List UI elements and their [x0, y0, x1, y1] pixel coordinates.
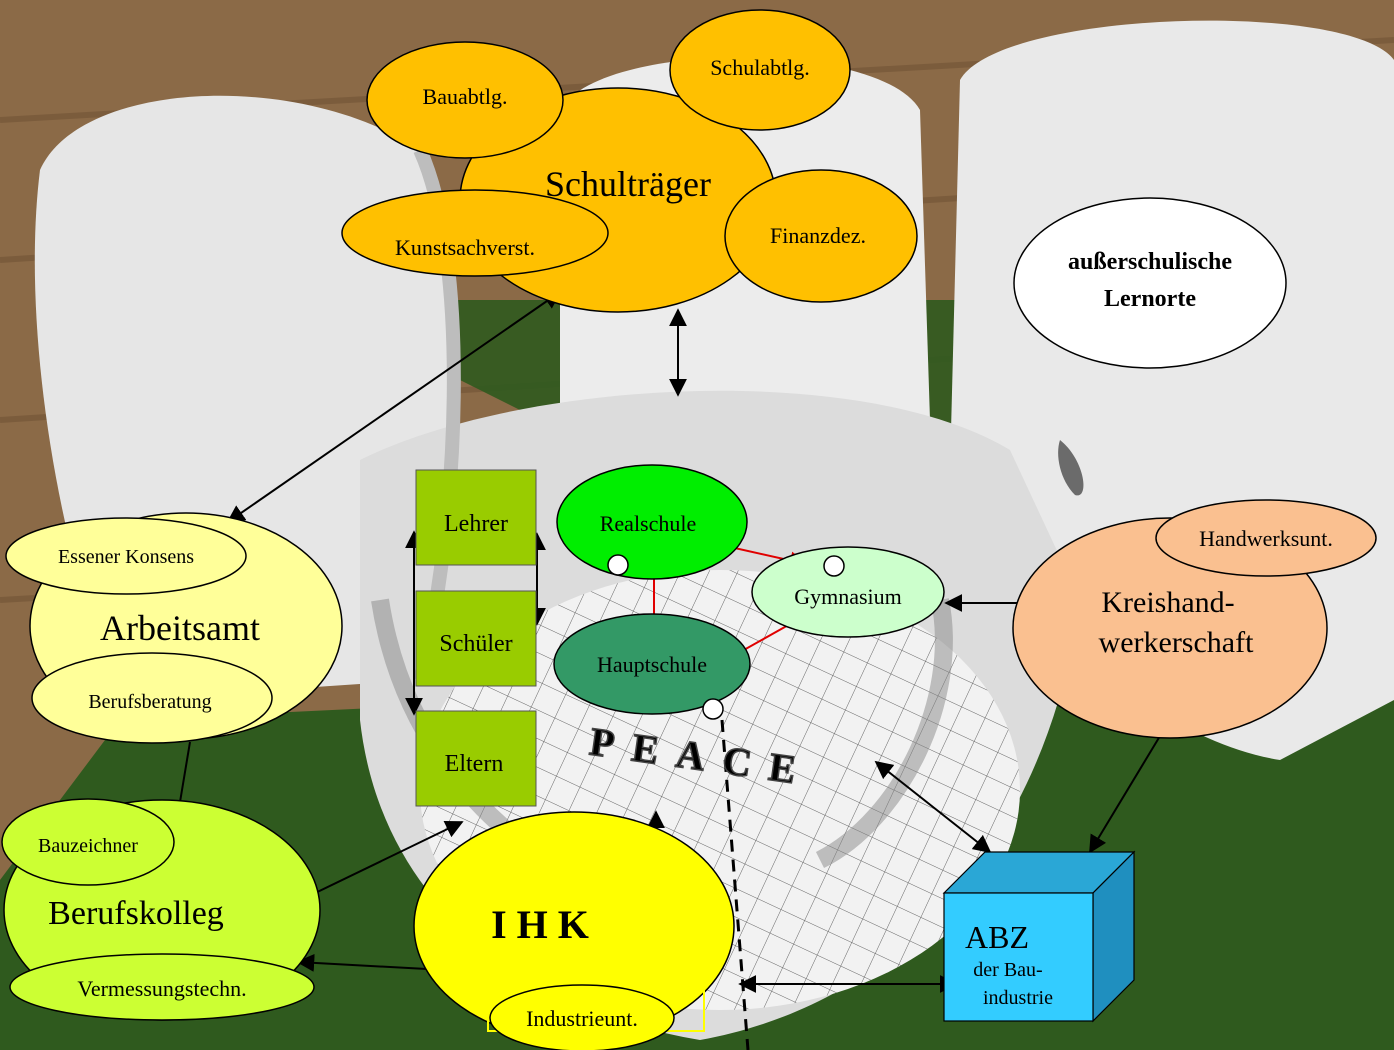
hauptschule-label: Hauptschule [597, 652, 707, 677]
arbeitsamt-label: Arbeitsamt [100, 608, 260, 648]
kreishandwerkerschaft-label-line2: werkerschaft [1099, 626, 1255, 659]
ausserschulische-lernorte-group: außerschulische Lernorte [1013, 197, 1287, 369]
arrow-schultraeger-arbeitsamt [226, 290, 562, 524]
lehrer-box[interactable] [415, 469, 537, 566]
gymnasium-node[interactable] [751, 546, 945, 638]
schools-group: Realschule Gymnasium Hauptschule [553, 464, 945, 720]
schueler-label: Schüler [439, 631, 512, 657]
schultraeger-group: Schulträger Bauabtlg. Schulabtlg. Kunsts… [341, 9, 918, 313]
kreishandwerkerschaft-label-line1: Kreishand- [1101, 586, 1234, 619]
realschule-label: Realschule [600, 511, 697, 536]
kunstsachverst-node[interactable] [341, 189, 609, 277]
abz-group: ABZ der Bau- industrie [942, 850, 1136, 1023]
abz-box[interactable] [943, 892, 1094, 1022]
berufsberatung-node[interactable] [31, 652, 273, 744]
finanzdez-label: Finanzdez. [770, 223, 866, 248]
industrieunt-label: Industrieunt. [526, 1006, 638, 1031]
arrow-courtyard-abz [874, 760, 992, 854]
ausserschulische-label-line1: außerschulische [1068, 249, 1232, 275]
ausserschulische-label-line2: Lernorte [1104, 286, 1196, 312]
eltern-box[interactable] [415, 710, 537, 807]
ausserschulische-lernorte-node[interactable] [1013, 197, 1287, 369]
realschule-marker [607, 554, 629, 576]
lehrer-label: Lehrer [444, 511, 508, 537]
bauabtlg-node[interactable] [366, 41, 564, 159]
bauabtlg-label: Bauabtlg. [423, 84, 508, 109]
berufsberatung-label: Berufsberatung [88, 691, 211, 713]
ihk-label: I H K [491, 902, 589, 947]
bauzeichner-node[interactable] [1, 798, 175, 886]
gymnasium-marker [823, 555, 845, 577]
stakeholder-boxes: Lehrer Schüler Eltern [415, 469, 537, 807]
realschule-node[interactable] [556, 464, 748, 580]
berufskolleg-group: Berufskolleg Bauzeichner Vermessungstech… [1, 798, 321, 1021]
handwerksunt-label: Handwerksunt. [1199, 526, 1333, 551]
abz-line2: industrie [983, 987, 1053, 1009]
schulabtlg-label: Schulabtlg. [710, 55, 810, 80]
abz-title: ABZ [965, 919, 1029, 955]
essener-konsens-node[interactable] [5, 517, 247, 595]
essener-konsens-label: Essener Konsens [58, 546, 194, 568]
ihk-group: I H K Industrieunt. [413, 811, 735, 1050]
finanzdez-node[interactable] [724, 169, 918, 303]
schultraeger-label: Schulträger [545, 164, 711, 204]
gymnasium-label: Gymnasium [794, 584, 902, 609]
berufskolleg-label: Berufskolleg [48, 895, 224, 932]
handwerksunt-node[interactable] [1155, 499, 1377, 577]
abz-line1: der Bau- [973, 959, 1042, 981]
arrow-kreishandwerkerschaft-abz [1089, 735, 1161, 854]
industrieunt-node[interactable] [489, 984, 675, 1050]
bauzeichner-label: Bauzeichner [38, 835, 138, 857]
kunstsachverst-label: Kunstsachverst. [395, 235, 535, 260]
arbeitsamt-group: Arbeitsamt Essener Konsens Berufsberatun… [5, 512, 343, 744]
schueler-box[interactable] [415, 590, 537, 687]
hauptschule-marker [702, 698, 724, 720]
hauptschule-node[interactable] [553, 613, 751, 715]
schulabtlg-node[interactable] [669, 9, 851, 131]
dashed-line-hauptschule [720, 719, 750, 1050]
eltern-label: Eltern [445, 751, 504, 777]
vermessungstechn-node[interactable] [9, 953, 315, 1021]
vermessungstechn-label: Vermessungstechn. [77, 976, 246, 1001]
kreishandwerkerschaft-group: Kreishand- werkerschaft Handwerksunt. [1012, 499, 1377, 739]
